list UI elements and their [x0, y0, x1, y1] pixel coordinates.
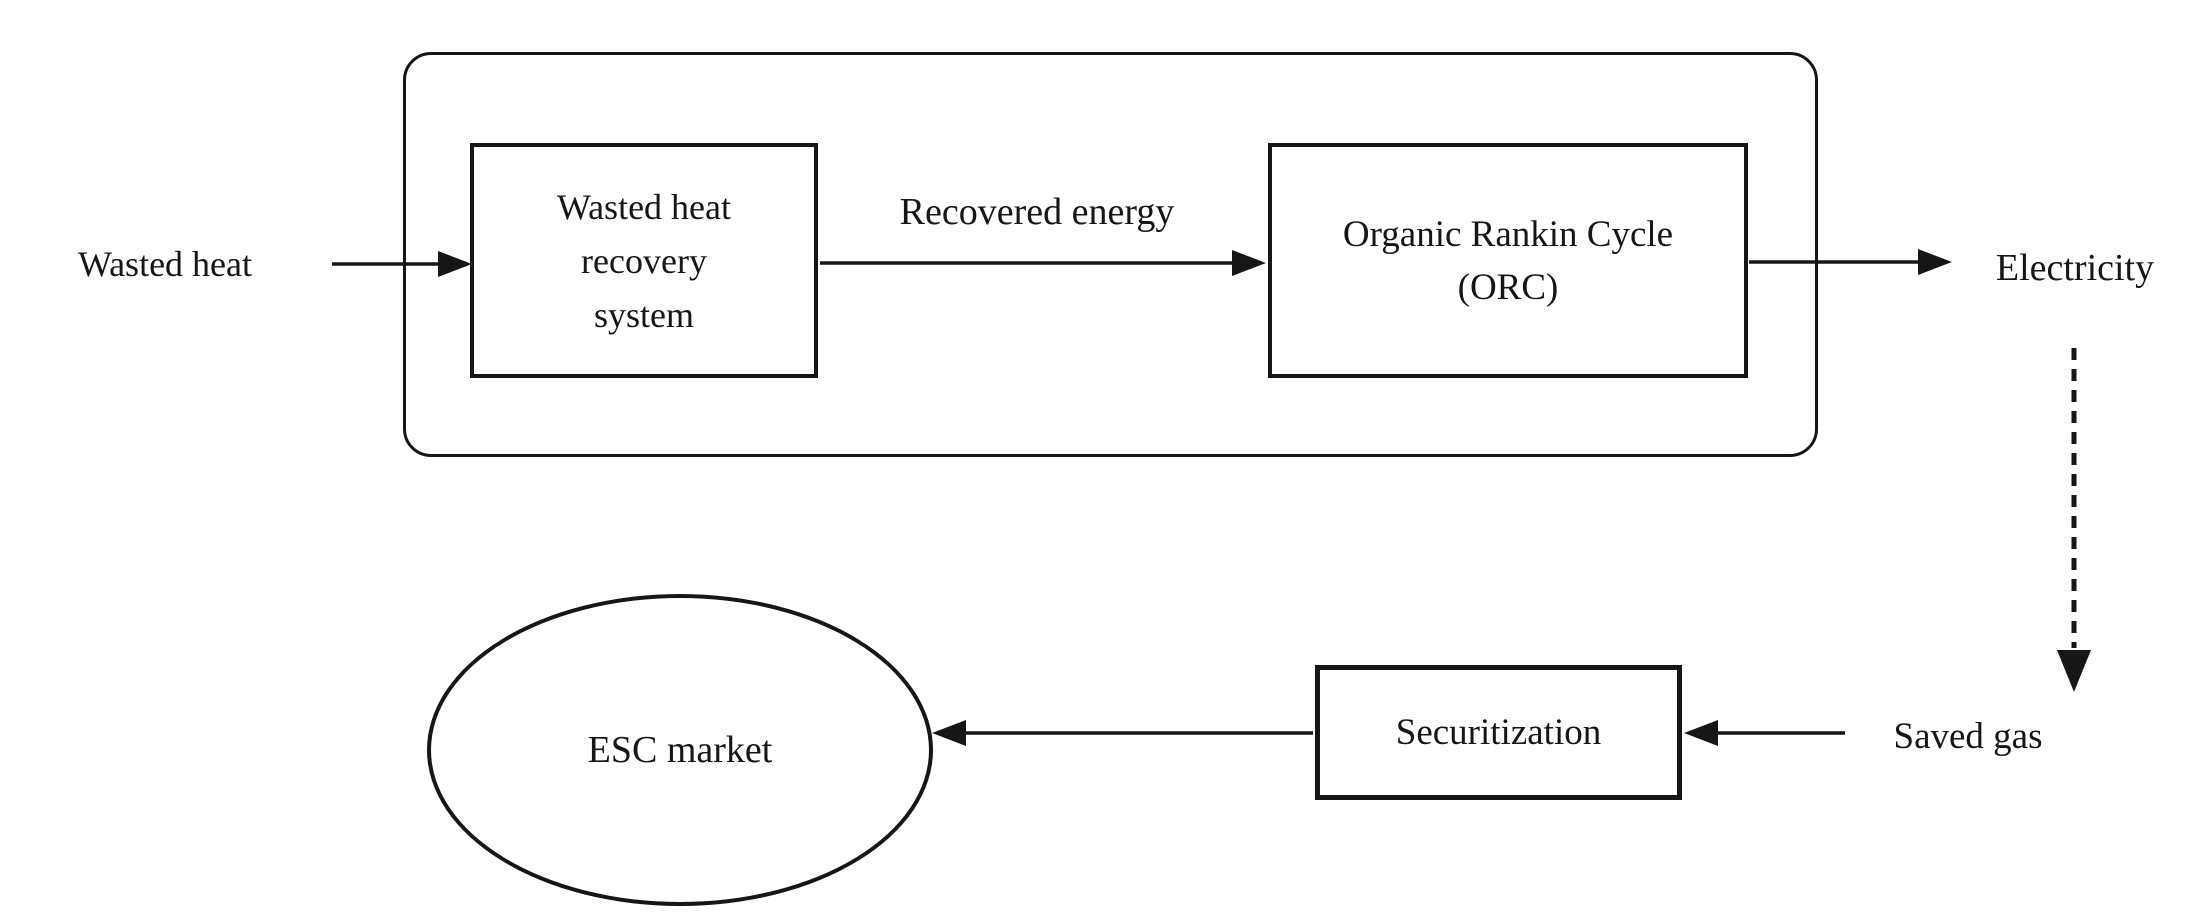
electricity-label: Electricity: [1995, 247, 2155, 289]
esc-market-label: ESC market: [587, 729, 773, 771]
recovery-box-line-1: Wasted heat: [556, 186, 732, 227]
wasted-heat-label: Wasted heat: [77, 244, 253, 284]
arrow-saved-gas-to-securitization: [1684, 720, 1845, 746]
arrow-electricity-head: [1918, 249, 1952, 275]
securitization-box-label: Securitization: [1395, 712, 1602, 753]
recovery-box-line-2: recovery: [581, 240, 707, 281]
wasted-heat-recovery-system-box: Wasted heat recovery system: [470, 143, 818, 378]
arrow-electricity-to-saved-gas-dashed: [2057, 348, 2091, 692]
dashed-arrow-head: [2057, 650, 2091, 692]
arrow-securitization-to-esc-market: [932, 720, 1313, 746]
esc-market-ellipse: ESC market: [427, 594, 933, 906]
orc-box-line-1: Organic Rankin Cycle: [1342, 213, 1674, 255]
securitization-box: Securitization: [1315, 665, 1682, 800]
orc-box-line-2: (ORC): [1457, 266, 1559, 308]
organic-rankin-cycle-box: Organic Rankin Cycle (ORC): [1268, 143, 1748, 378]
arrow-securitization-head: [932, 720, 966, 746]
arrow-saved-gas-head: [1684, 720, 1718, 746]
heat-recovery-system-boundary-frame: [403, 52, 1818, 457]
recovered-energy-label: Recovered energy: [899, 191, 1175, 233]
recovery-box-line-3: system: [593, 294, 694, 335]
saved-gas-label: Saved gas: [1893, 716, 2043, 757]
